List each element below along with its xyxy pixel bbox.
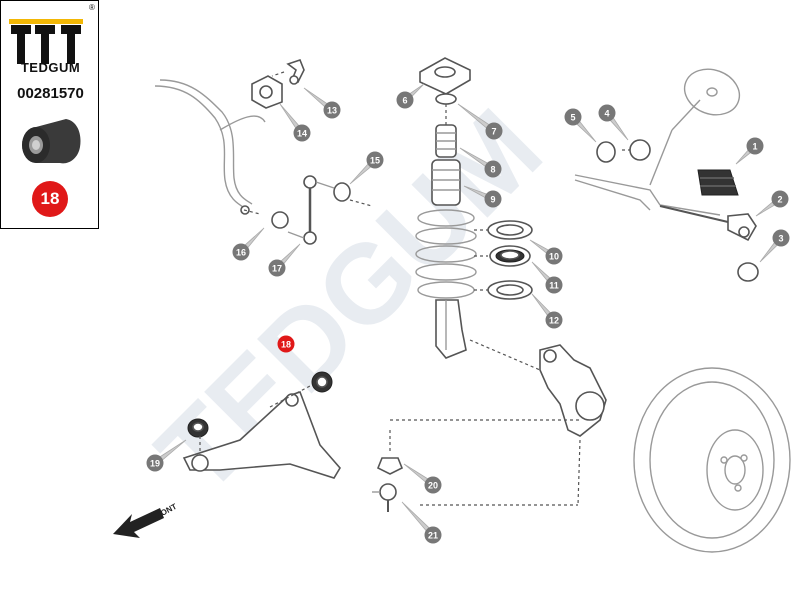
- callout-8-circle: [484, 160, 502, 178]
- callout-13-circle: [323, 101, 341, 119]
- callout-9-label: 9: [490, 195, 495, 205]
- coil-spring: [415, 209, 477, 299]
- rack-bushing-b: [596, 141, 616, 163]
- callout-7-label: 7: [491, 127, 496, 137]
- callout-4-circle: [598, 104, 616, 122]
- dust-boot: [431, 159, 461, 206]
- product-info-panel: ® TEDGUM 00281570 18: [0, 0, 99, 229]
- callout-7-circle: [485, 122, 503, 140]
- callout-6-label: 6: [402, 96, 407, 106]
- callout-15-circle: [366, 151, 384, 169]
- registered-mark: ®: [89, 3, 95, 12]
- rack-bushing-a: [629, 139, 651, 161]
- callout-16-circle: [232, 243, 250, 261]
- steering-wheel: [574, 68, 741, 216]
- bushing-product-image: [22, 119, 81, 164]
- steering-knuckle: [539, 344, 607, 437]
- highlight-part-badge: 18: [32, 181, 68, 217]
- control-arm-bushing: [311, 371, 333, 393]
- callout-19-label: 19: [150, 459, 160, 469]
- link-bushing-upper: [333, 182, 351, 202]
- callout-13-label: 13: [327, 106, 337, 116]
- watermark: TEDGUM: [134, 85, 566, 517]
- steering-rack-boot: [697, 169, 739, 196]
- callout-5-circle: [564, 108, 582, 126]
- ball-joint: [372, 483, 397, 512]
- assembly-lines: [199, 71, 630, 506]
- callout-4-label: 4: [604, 109, 609, 119]
- callout-17-label: 17: [272, 264, 282, 274]
- stabilizer-bar: [154, 79, 266, 215]
- callout-12-circle: [545, 311, 563, 329]
- wheel: [633, 367, 791, 553]
- brand-name: TEDGUM: [20, 60, 81, 75]
- stabilizer-bushing: [251, 75, 283, 109]
- callout-1-circle: [746, 137, 764, 155]
- shock-absorber: [435, 299, 467, 359]
- callout-14-circle: [293, 124, 311, 142]
- callout-21-circle: [424, 526, 442, 544]
- strut-top-mount: [419, 57, 471, 95]
- callout-12-label: 12: [549, 316, 559, 326]
- tie-rod-boot: [737, 262, 759, 282]
- callout-20-circle: [424, 476, 442, 494]
- callout-1-label: 1: [752, 142, 757, 152]
- tie-rod-end: [659, 205, 757, 242]
- bump-stop: [435, 124, 457, 158]
- callout-6-circle: [396, 91, 414, 109]
- ball-joint-boot: [376, 457, 404, 475]
- stabilizer-link: [287, 175, 335, 245]
- lower-control-arm: [182, 390, 341, 479]
- spring-bearing: [489, 245, 531, 267]
- tedgum-logo-mark: [9, 19, 83, 64]
- spring-seat-upper: [487, 220, 533, 240]
- callout-16-label: 16: [236, 248, 246, 258]
- callout-14-label: 14: [297, 129, 307, 139]
- callout-3-label: 3: [778, 234, 783, 244]
- callout-11-label: 11: [549, 281, 559, 291]
- callout-9-circle: [484, 190, 502, 208]
- callout-21-label: 21: [428, 531, 438, 541]
- callout-8-label: 8: [490, 165, 495, 175]
- callout-5-label: 5: [570, 113, 575, 123]
- callout-18-circle: [277, 335, 295, 353]
- control-arm-bushing-rear: [187, 418, 209, 438]
- front-label: FRONT: [150, 502, 179, 523]
- callout-20-label: 20: [428, 481, 438, 491]
- link-bushing-lower: [271, 211, 289, 229]
- callout-19-circle: [146, 454, 164, 472]
- callout-2-circle: [771, 190, 789, 208]
- callout-10-label: 10: [549, 252, 559, 262]
- stabilizer-bracket: [286, 59, 305, 85]
- callout-11-circle: [545, 276, 563, 294]
- callout-17-circle: [268, 259, 286, 277]
- part-number: 00281570: [17, 85, 84, 102]
- spring-seat-lower: [487, 280, 533, 300]
- callout-18-label: 18: [281, 340, 291, 350]
- callout-15-label: 15: [370, 156, 380, 166]
- callout-3-circle: [772, 229, 790, 247]
- front-direction-arrow: FRONT: [113, 502, 178, 538]
- callout-10-circle: [545, 247, 563, 265]
- callout-2-label: 2: [777, 195, 782, 205]
- strut-bearing: [435, 93, 457, 105]
